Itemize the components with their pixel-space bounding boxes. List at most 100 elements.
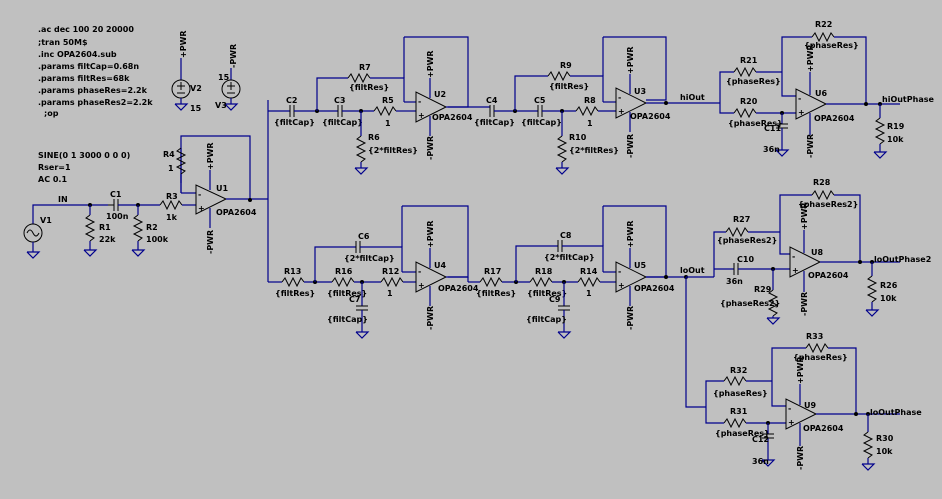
r19-value: 10k: [887, 135, 904, 144]
r22-value: {phaseRes}: [804, 41, 859, 50]
r2-value: 100k: [146, 235, 169, 244]
v2-value: 15: [190, 104, 202, 113]
u9-neg-pwr: -PWR: [796, 446, 805, 470]
u4-neg-pwr: -PWR: [426, 306, 435, 330]
r21-name: R21: [740, 56, 758, 65]
r33-name: R33: [806, 332, 823, 341]
r2-name: R2: [146, 223, 158, 232]
net-looutphase2-label: loOutPhase2: [874, 255, 931, 264]
directive-ac[interactable]: .ac dec 100 20 20000: [38, 25, 134, 34]
highpass-stage-1[interactable]: C2 {filtCap} R7 {filtRes} C3 {filtCap} R…: [268, 36, 469, 175]
opamp-u3[interactable]: -+ +PWR -PWR U3 OPA2604: [615, 46, 671, 158]
v2-name: V2: [190, 84, 202, 93]
r12-value: 1: [387, 289, 393, 298]
u1-name: U1: [216, 184, 228, 193]
c11-value: 36n: [763, 145, 780, 154]
opamp-u6[interactable]: -+ +PWR -PWR U6 OPA2604 hiOutPhase R19 1…: [795, 44, 934, 159]
r13-value: {filtRes}: [275, 289, 315, 298]
c10-name: C10: [737, 255, 754, 264]
c7-value: {filtCap}: [327, 315, 368, 324]
r8-value: 1: [587, 119, 593, 128]
svg-text:-: -: [788, 404, 791, 413]
c11-name: C11: [764, 124, 781, 133]
svg-text:+: +: [198, 204, 205, 213]
u2-neg-pwr: -PWR: [426, 136, 435, 160]
svg-text:-: -: [798, 94, 801, 103]
directive-op[interactable]: ;op: [44, 109, 59, 118]
u6-neg-pwr: -PWR: [806, 134, 815, 158]
input-source-v1[interactable]: SINE(0 1 3000 0 0 0) Rser=1 AC 0.1 V1 IN: [23, 151, 130, 259]
r30-name: R30: [876, 434, 894, 443]
net-looutphase-label: loOutPhase: [870, 408, 922, 417]
u1-neg-pwr: -PWR: [206, 230, 215, 254]
svg-text:-: -: [418, 97, 421, 106]
power-supply-v3[interactable]: -PWR V3 15: [215, 44, 241, 111]
svg-text:-: -: [618, 93, 621, 102]
lowpass-stage-1[interactable]: R13 {filtRes} C6 {2*filtCap} R16 {filtRe…: [268, 205, 469, 339]
opamp-u1[interactable]: -+ +PWR -PWR U1 OPA2604: [195, 142, 268, 254]
svg-text:+: +: [618, 281, 625, 290]
opamp-u5[interactable]: -+ +PWR -PWR U5 OPA2604: [615, 220, 675, 330]
r5-value: 1: [385, 119, 391, 128]
r6-value: {2*filtRes}: [368, 146, 418, 155]
u4-pos-pwr: +PWR: [426, 220, 435, 248]
directive-phaseres2[interactable]: .params phaseRes2=2.2k: [38, 98, 153, 107]
u9-model: OPA2604: [803, 424, 844, 433]
r10-value: {2*filtRes}: [569, 146, 619, 155]
opamp-u8[interactable]: -+ +PWR -PWR U8 OPA2604 loOutPhase2 R26 …: [789, 202, 931, 317]
u6-pos-pwr: +PWR: [806, 44, 815, 72]
c9-name: C9: [549, 295, 561, 304]
highpass-stage-2[interactable]: C4 {filtCap} R9 {filtRes} C5 {filtCap} R…: [474, 36, 667, 175]
directive-inc[interactable]: .inc OPA2604.sub: [38, 50, 117, 59]
directive-filtcap[interactable]: .params filtCap=0.68n: [38, 62, 139, 71]
r14-name: R14: [580, 267, 598, 276]
input-stage[interactable]: R1 22k C1 100n R2 100k R3 1k R4 1: [83, 135, 251, 257]
c3-name: C3: [334, 96, 345, 105]
phase-stage-u8[interactable]: R27 {phaseRes2} C10 36n R29 {phaseRes2} …: [713, 178, 861, 325]
svg-text:+: +: [792, 266, 799, 275]
u9-name: U9: [804, 401, 816, 410]
r4-value: 1: [168, 164, 174, 173]
r18-value: {filtRes}: [527, 289, 567, 298]
c9-value: {filtCap}: [526, 315, 567, 324]
c2-name: C2: [286, 96, 297, 105]
svg-text:+: +: [788, 418, 795, 427]
opamp-u4[interactable]: -+ +PWR -PWR U4 OPA2604: [415, 220, 480, 330]
directive-tran[interactable]: ;tran 50M$: [38, 38, 88, 47]
v2-label-pwr: +PWR: [179, 30, 188, 58]
r7-value: {filtRes}: [349, 83, 389, 92]
opamp-u2[interactable]: -+ +PWR -PWR U2 OPA2604: [415, 50, 490, 160]
r16-value: {filtRes}: [327, 289, 367, 298]
r27-name: R27: [733, 215, 750, 224]
phase-stage-u9[interactable]: R32 {phaseRes} R31 {phaseRes} C12 36n R3…: [705, 332, 857, 467]
c1-value: 100n: [106, 212, 129, 221]
r5-name: R5: [382, 96, 394, 105]
v3-value: 15: [218, 73, 230, 82]
u1-model: OPA2604: [216, 208, 257, 217]
directive-phaseres[interactable]: .params phaseRes=2.2k: [38, 86, 148, 95]
svg-text:+: +: [418, 111, 425, 120]
r31-name: R31: [730, 407, 748, 416]
directive-filtres[interactable]: .params filtRes=68k: [38, 74, 130, 83]
r27-value: {phaseRes2}: [717, 236, 777, 245]
source-ac: AC 0.1: [38, 175, 67, 184]
net-loout-label: loOut: [680, 266, 705, 275]
lowpass-stage-2[interactable]: R17 {filtRes} C8 {2*filtCap} R18 {filtRe…: [476, 205, 667, 339]
r33-value: {phaseRes}: [793, 353, 848, 362]
power-supply-v2[interactable]: +PWR V2 15: [171, 30, 202, 113]
u1-pos-pwr: +PWR: [206, 142, 215, 170]
svg-text:+: +: [418, 281, 425, 290]
r7-name: R7: [359, 63, 371, 72]
u2-pos-pwr: +PWR: [426, 50, 435, 78]
opamp-u9[interactable]: -+ +PWR -PWR U9 OPA2604 loOutPhase R30 1…: [785, 356, 922, 471]
c6-value: {2*filtCap}: [344, 254, 395, 263]
phase-stage-u6[interactable]: R21 {phaseRes} R20 {phaseRes} C11 36n R2…: [719, 20, 867, 157]
u6-name: U6: [815, 89, 827, 98]
r26-value: 10k: [880, 294, 897, 303]
r12-name: R12: [382, 267, 399, 276]
u5-model: OPA2604: [634, 284, 675, 293]
u9-pos-pwr: +PWR: [796, 356, 805, 384]
source-sine-spec: SINE(0 1 3000 0 0 0): [38, 151, 130, 160]
